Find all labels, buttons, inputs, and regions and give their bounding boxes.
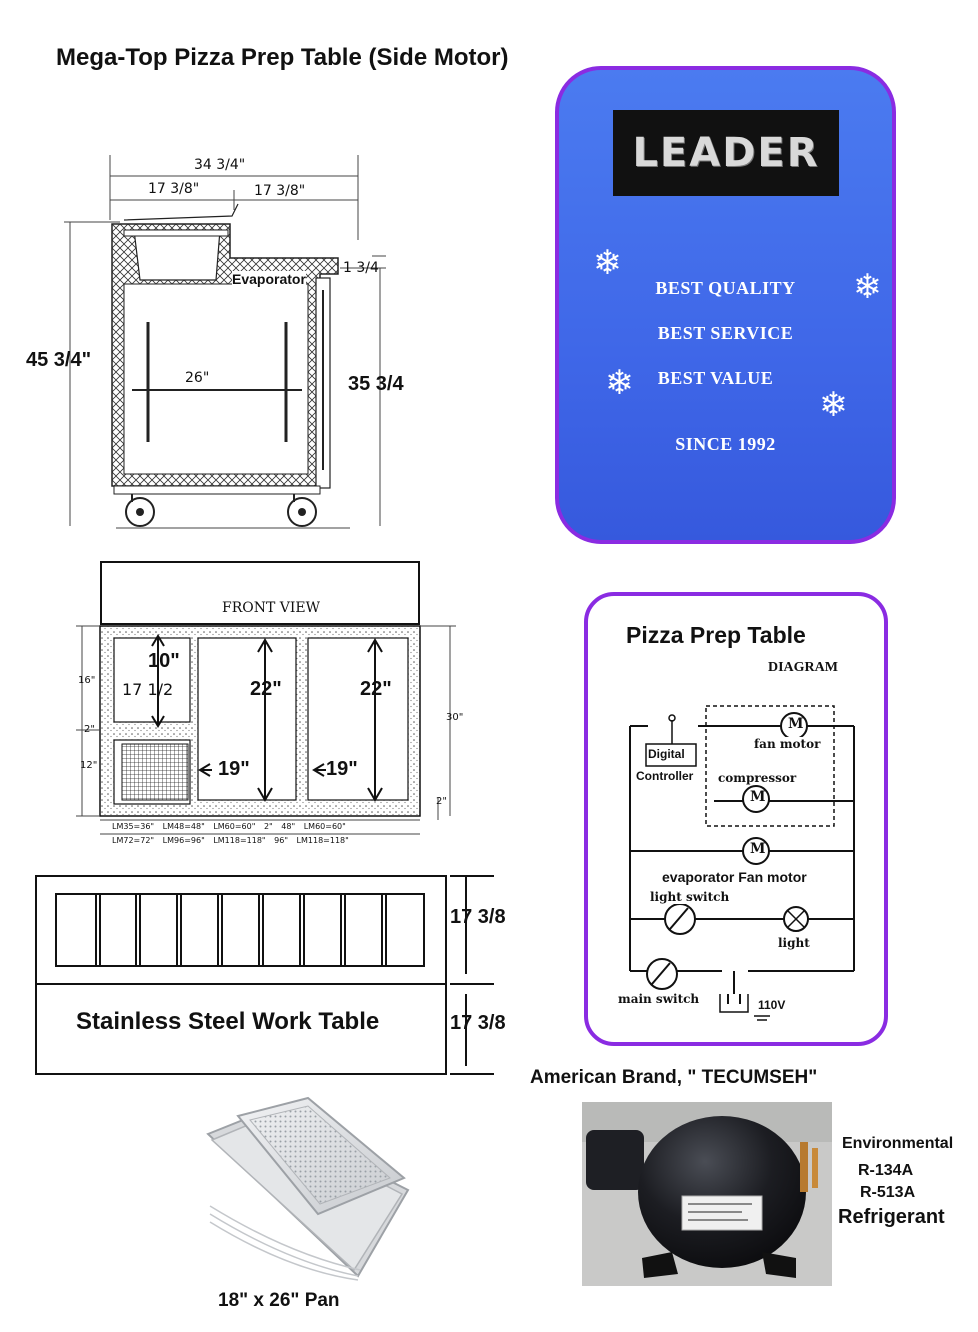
refrigerant-label: Refrigerant <box>838 1206 945 1228</box>
compressor-label: compressor <box>718 771 797 785</box>
body-height-label: 35 3/4 <box>348 373 404 395</box>
wiring-diagram-panel: Pizza Prep Table DIAGRAM <box>584 592 888 1046</box>
top-left-width-label: 17 3/8" <box>148 181 200 197</box>
left-bottom-height-label: 12" <box>80 760 98 771</box>
controller-label: Digital <box>648 747 685 761</box>
shelf-depth-label: 26" <box>185 370 210 386</box>
leader-badge: LEADER ❄ ❄ ❄ ❄ BEST QUALITY BEST SERVICE… <box>555 66 896 544</box>
voltage-label: 110V <box>758 998 786 1012</box>
side-view-drawing <box>64 155 386 529</box>
main-switch-label: main switch <box>618 992 700 1006</box>
top-right-width-label: 17 3/8" <box>254 183 306 199</box>
snowflake-icon: ❄ <box>819 386 848 424</box>
leader-logo: LEADER <box>613 110 839 196</box>
badge-line-value: BEST VALUE <box>657 368 774 388</box>
badge-line-since: SINCE 1992 <box>675 434 776 454</box>
work-depth-label: 17 3/8 <box>450 1012 506 1034</box>
refrigerant-r134a: R-134A <box>858 1162 914 1179</box>
snowflake-icon: ❄ <box>853 268 882 306</box>
total-height-label: 45 3/4" <box>26 349 92 371</box>
left-top-height-label: 16" <box>78 675 96 686</box>
right-height-label: 30" <box>446 712 464 723</box>
door2-height-label: 22" <box>360 678 392 700</box>
drawer-height-label: 10" <box>148 650 180 672</box>
model-row-2: LM72=72" LM96=96" LM118=118" 96" LM118=1… <box>112 836 349 845</box>
door1-height-label: 22" <box>250 678 282 700</box>
light-switch-label: light switch <box>650 890 730 904</box>
pan-image <box>206 1096 410 1281</box>
rail-depth-label: 17 3/8 <box>450 906 506 928</box>
refrigerant-r513a: R-513A <box>860 1184 916 1201</box>
wiring-title: Pizza Prep Table <box>626 622 806 648</box>
snowflake-icon: ❄ <box>605 364 634 402</box>
badge-line-quality: BEST QUALITY <box>655 278 796 298</box>
work-table-label: Stainless Steel Work Table <box>76 1008 380 1035</box>
fan-motor-label: fan motor <box>754 737 821 751</box>
compressor-brand-caption: American Brand, " TECUMSEH" <box>530 1067 818 1088</box>
compressor-image <box>582 1102 832 1286</box>
drawer-width-label: 17 1/2 <box>122 680 174 699</box>
overall-width-label: 34 3/4" <box>194 157 246 173</box>
light-label: light <box>778 936 810 950</box>
motor-symbol: M <box>788 716 804 732</box>
pan-caption: 18" x 26" Pan <box>218 1290 340 1311</box>
front-view-drawing <box>76 561 456 835</box>
door2-width-label: 19" <box>326 758 358 780</box>
page-title: Mega-Top Pizza Prep Table (Side Motor) <box>56 44 509 71</box>
evaporator-fan-label: evaporator Fan motor <box>662 869 807 885</box>
top-view-drawing <box>35 875 494 1075</box>
front-view-label: FRONT VIEW <box>222 600 321 616</box>
snowflake-icon: ❄ <box>593 244 622 282</box>
badge-line-service: BEST SERVICE <box>657 323 794 343</box>
wiring-subtitle: DIAGRAM <box>768 660 838 675</box>
motor-symbol: M <box>750 841 766 857</box>
wiring-schematic <box>629 705 855 1021</box>
mid-gap-label: 2" <box>84 724 95 735</box>
bottom-gap-label: 2" <box>436 796 447 807</box>
shelf-thickness-label: 1 3/4 <box>343 260 379 276</box>
motor-symbol: M <box>750 789 766 805</box>
model-row-1: LM35=36" LM48=48" LM60=60" 2" 48" LM60=6… <box>112 822 346 831</box>
refrigerant-env: Environmental <box>842 1135 954 1152</box>
controller-label-2: Controller <box>636 769 694 783</box>
evaporator-label: Evaporator <box>232 271 306 287</box>
door1-width-label: 19" <box>218 758 250 780</box>
